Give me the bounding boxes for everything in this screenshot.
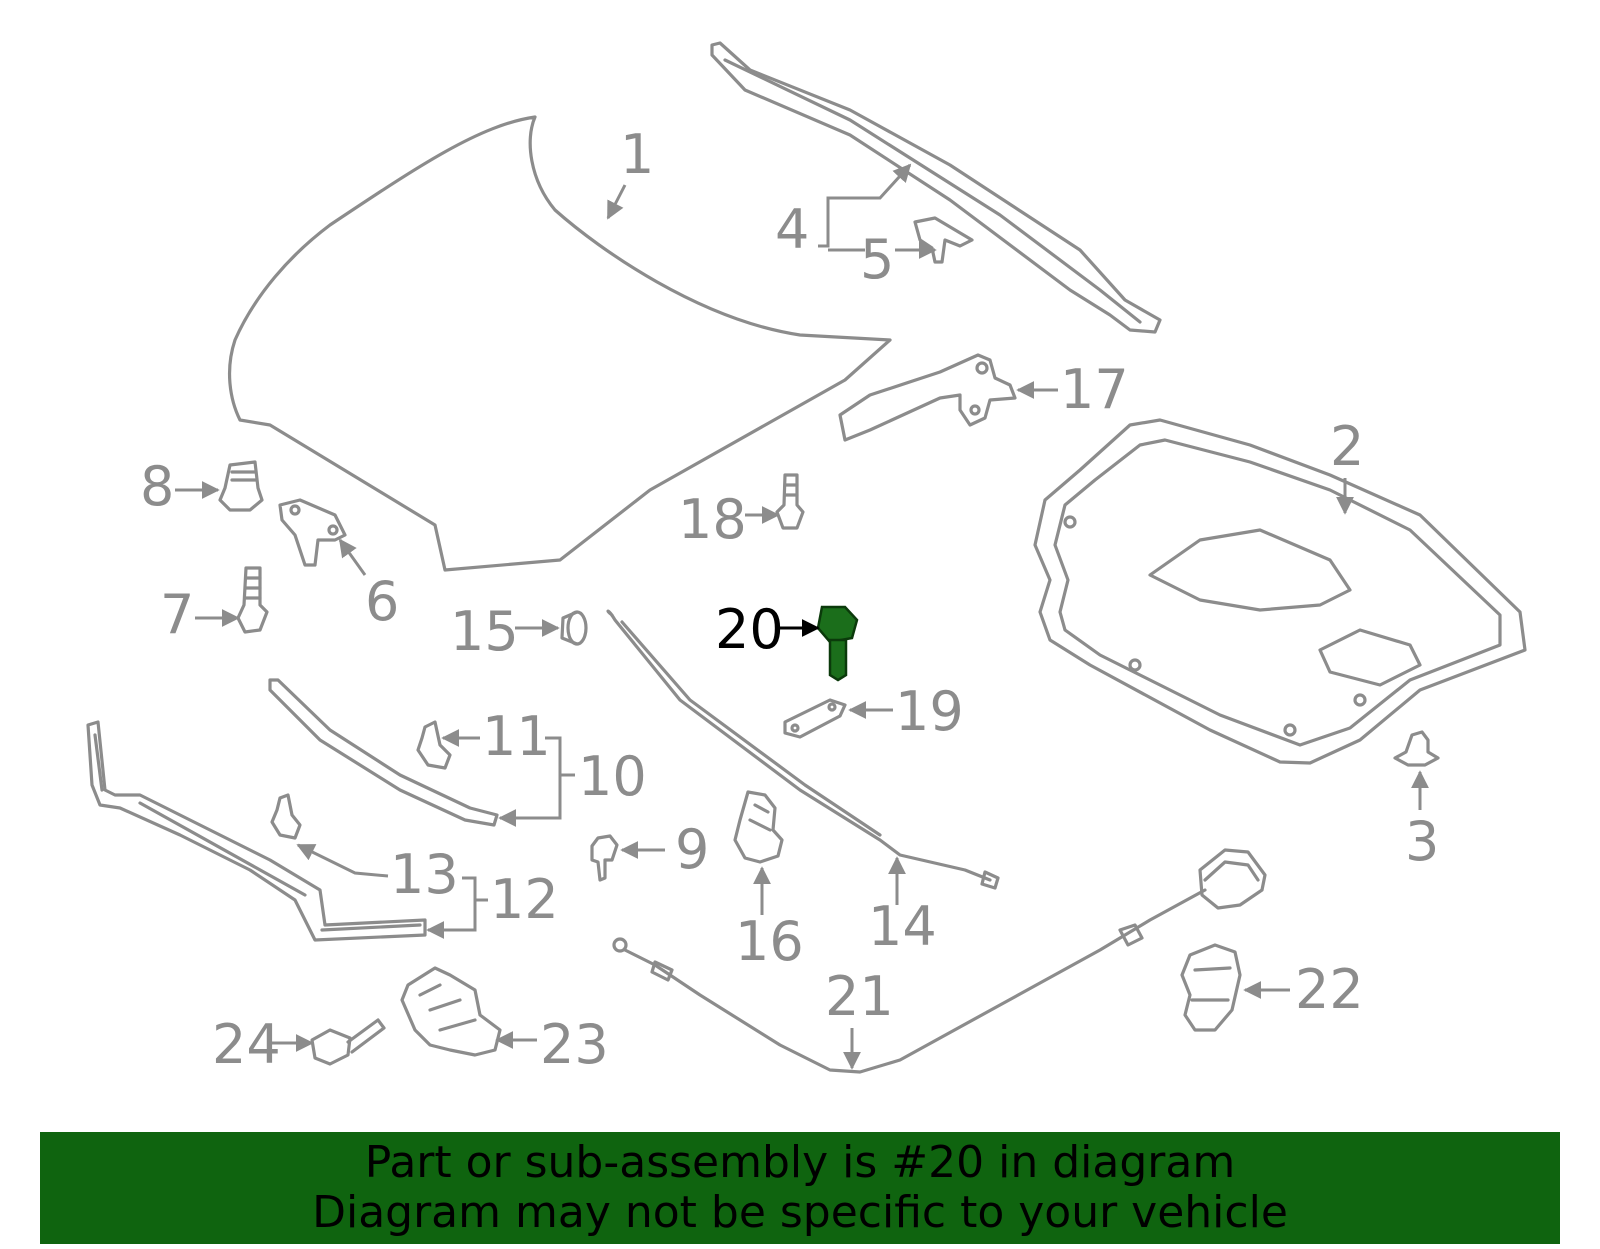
callout-label: 6: [365, 570, 399, 633]
callout-3: 3: [1405, 770, 1439, 873]
callout-label: 18: [678, 488, 747, 551]
part-9-clip: [590, 834, 619, 882]
part-3-clip: [1393, 730, 1440, 767]
callout-label-highlighted: 20: [715, 598, 784, 661]
part-17-hinge: [838, 353, 1017, 442]
part-10-strip: [268, 678, 499, 827]
part-18-bolt: [775, 473, 805, 530]
callout-7: 7: [160, 583, 240, 646]
callout-label: 21: [825, 965, 894, 1028]
callout-label: 19: [895, 680, 964, 743]
callout-label: 22: [1295, 958, 1364, 1021]
callout-label: 10: [578, 745, 647, 808]
callout-24: 24: [212, 1013, 314, 1076]
part-22-latch: [1180, 943, 1242, 1032]
callout-label: 7: [160, 583, 194, 646]
callout-15: 15: [450, 600, 560, 663]
callout-22: 22: [1243, 958, 1364, 1021]
callout-label: 17: [1060, 358, 1129, 421]
callout-12: 12: [426, 868, 559, 939]
part-15-grommet: [560, 610, 588, 646]
callout-23: 23: [495, 1013, 609, 1076]
part-8-bumper: [218, 460, 264, 512]
callout-label: 1: [620, 123, 654, 186]
part-1-hood: [227, 115, 892, 572]
callout-label: 9: [675, 818, 709, 881]
callout-label: 3: [1405, 810, 1439, 873]
part-4-seal: [710, 41, 1162, 334]
part-5-clip: [913, 216, 974, 264]
part-12-seal: [86, 720, 427, 942]
banner-line-2: Diagram may not be specific to your vehi…: [312, 1187, 1288, 1238]
part-14-rod: [606, 609, 1000, 890]
part-24-bolt: [310, 1018, 386, 1066]
part-21-latch-end: [1198, 848, 1267, 910]
callout-label: 2: [1330, 415, 1364, 478]
callout-label: 24: [212, 1013, 281, 1076]
callout-label: 11: [482, 705, 551, 768]
banner-line-1: Part or sub-assembly is #20 in diagram: [364, 1137, 1236, 1188]
part-2-insulator: [1033, 418, 1527, 765]
callout-2: 2: [1330, 415, 1364, 515]
callout-21: 21: [825, 965, 894, 1070]
callout-label: 12: [490, 868, 559, 931]
callout-label: 16: [735, 910, 804, 973]
part-23-latch: [400, 966, 502, 1057]
callout-13: 13: [296, 843, 459, 906]
part-11-clip: [416, 720, 452, 770]
part-16-bracket: [733, 790, 784, 864]
callout-5: 5: [860, 228, 937, 291]
part-21-cable: [612, 888, 1207, 1074]
part-6-bracket: [278, 498, 347, 567]
callout-label: 14: [868, 895, 937, 958]
part-19-plate: [783, 698, 847, 739]
callout-9: 9: [620, 818, 709, 881]
callout-14: 14: [868, 856, 937, 958]
callout-label: 15: [450, 600, 519, 663]
callout-label: 23: [540, 1013, 609, 1076]
part-20-bolt: [816, 605, 859, 682]
callout-label: 8: [140, 455, 174, 518]
part-13-clip: [270, 793, 302, 840]
callout-1: 1: [606, 123, 654, 220]
callout-18: 18: [678, 488, 780, 551]
callout-19: 19: [848, 680, 964, 743]
callout-4: 4: [775, 163, 912, 261]
callout-label: 13: [390, 843, 459, 906]
callout-6: 6: [338, 538, 399, 633]
callout-label: 4: [775, 198, 809, 261]
callout-8: 8: [140, 455, 220, 518]
callout-11: 11: [441, 705, 551, 768]
callout-label: 5: [860, 228, 894, 291]
callout-20: 20: [715, 598, 820, 661]
part-7-bolt: [236, 566, 269, 634]
callout-17: 17: [1016, 358, 1129, 421]
callout-16: 16: [735, 866, 804, 973]
callout-10: 10: [498, 736, 647, 827]
info-banner: Part or sub-assembly is #20 in diagram D…: [40, 1132, 1560, 1244]
